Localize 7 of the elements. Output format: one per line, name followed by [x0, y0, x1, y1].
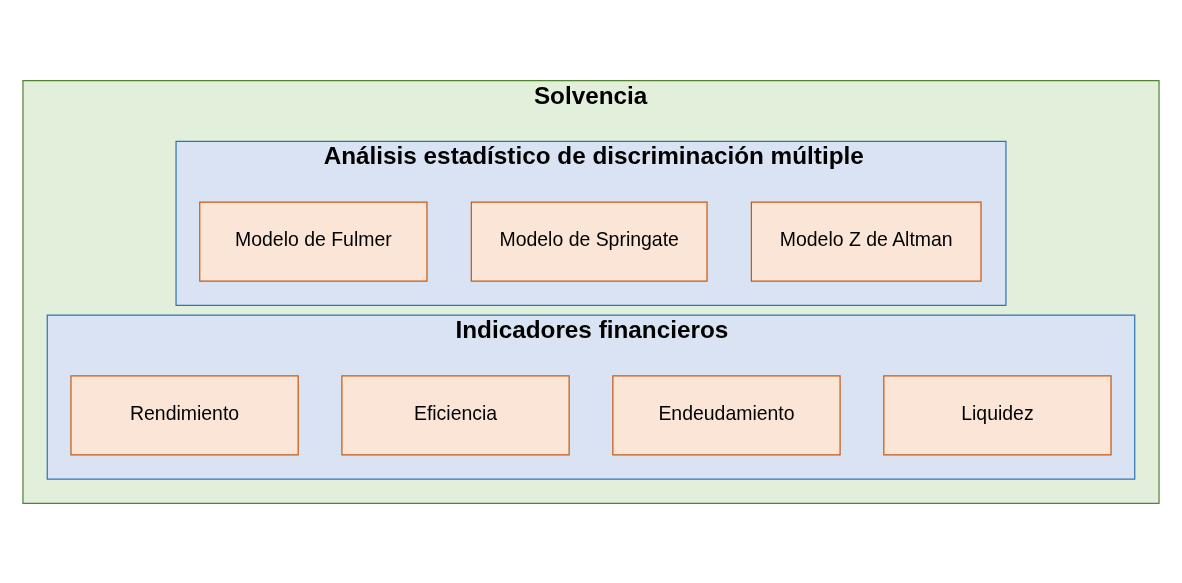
node-box: Modelo Z de Altman [750, 201, 982, 282]
node-box: Rendimiento [70, 374, 299, 455]
node-box: Modelo de Fulmer [199, 201, 428, 282]
node-box: Endeudamiento [612, 374, 841, 455]
node-box: Eficiencia [341, 374, 570, 455]
node-box: Modelo de Springate [470, 201, 708, 282]
node-box: Liquidez [883, 374, 1112, 455]
